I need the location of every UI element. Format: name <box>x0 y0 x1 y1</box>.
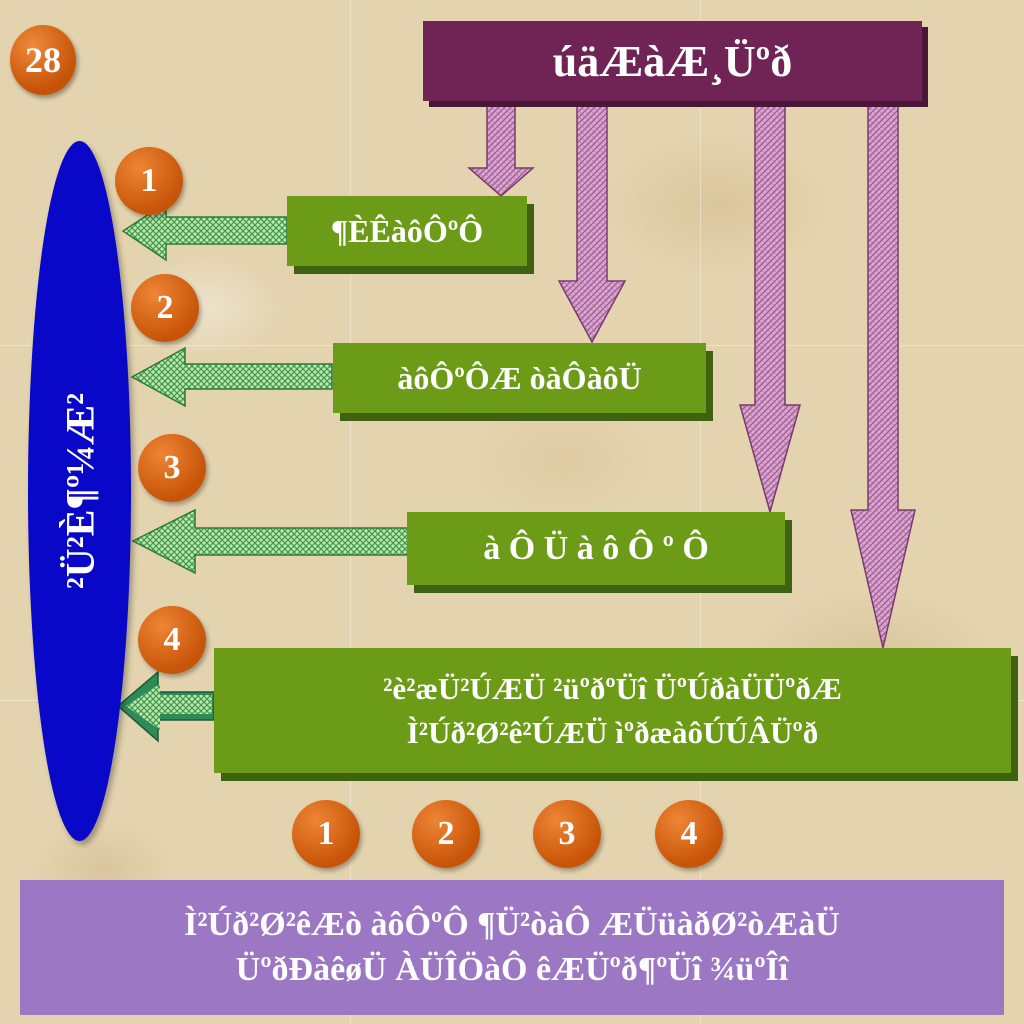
left-arrow-1 <box>121 201 288 262</box>
number-circle-1: 1 <box>115 147 183 215</box>
left-arrow-4-highlight <box>126 684 212 730</box>
down-arrow-2 <box>557 100 627 344</box>
number-circle-4: 4 <box>138 606 206 674</box>
grid-line <box>350 0 351 1024</box>
bottom-number-4: 4 <box>655 800 723 868</box>
bottom-number-2: 2 <box>412 800 480 868</box>
step-box-4-line1: ²è²æÜ²ÚÆÜ ²üºðºÜî ÜºÚðàÜÜºðÆ <box>383 671 842 707</box>
down-arrow-3 <box>739 100 801 515</box>
footer-line2: ÜºðÐàêøÜ ÀÜÎÖàÔ êÆÜºð¶ºÜî ¾üºÎî <box>235 950 789 988</box>
down-arrow-4 <box>850 100 916 649</box>
step-box-2: àôÔºÔÆ òàÔàôÜ <box>333 343 706 413</box>
down-arrow-1 <box>467 100 535 197</box>
left-arrow-3 <box>131 508 409 575</box>
footer-line1: Ì²Úð²Ø²êÆò àôÔºÔ ¶Ü²òàÔ ÆÜüàðØ²òÆàÜ <box>184 906 840 944</box>
left-arrow-2 <box>130 346 333 408</box>
slide-number-badge: 28 <box>10 25 76 95</box>
step-box-3: à Ô Ü à ô Ô º Ô <box>407 512 785 585</box>
number-circle-2: 2 <box>131 274 199 342</box>
target-ellipse <box>28 141 131 841</box>
ellipse-label: ²Ü²È¶º¼Æ² <box>57 392 103 590</box>
bottom-number-1: 1 <box>292 800 360 868</box>
step-box-4-line2: Ì²Úð²Ø²ê²ÚÆÜ ìºðæàôÚÚÂÜºð <box>406 714 819 750</box>
bottom-number-3: 3 <box>533 800 601 868</box>
step-box-1: ¶ÈÊàôÔºÔ <box>287 196 527 266</box>
diagram-title: úäÆàÆ¸Üºð <box>423 21 922 101</box>
footer-box: Ì²Úð²Ø²êÆò àôÔºÔ ¶Ü²òàÔ ÆÜüàðØ²òÆàÜ ÜºðÐ… <box>20 880 1004 1015</box>
step-box-4: ²è²æÜ²ÚÆÜ ²üºðºÜî ÜºÚðàÜÜºðÆ Ì²Úð²Ø²ê²ÚÆ… <box>214 648 1011 773</box>
number-circle-3: 3 <box>138 434 206 502</box>
